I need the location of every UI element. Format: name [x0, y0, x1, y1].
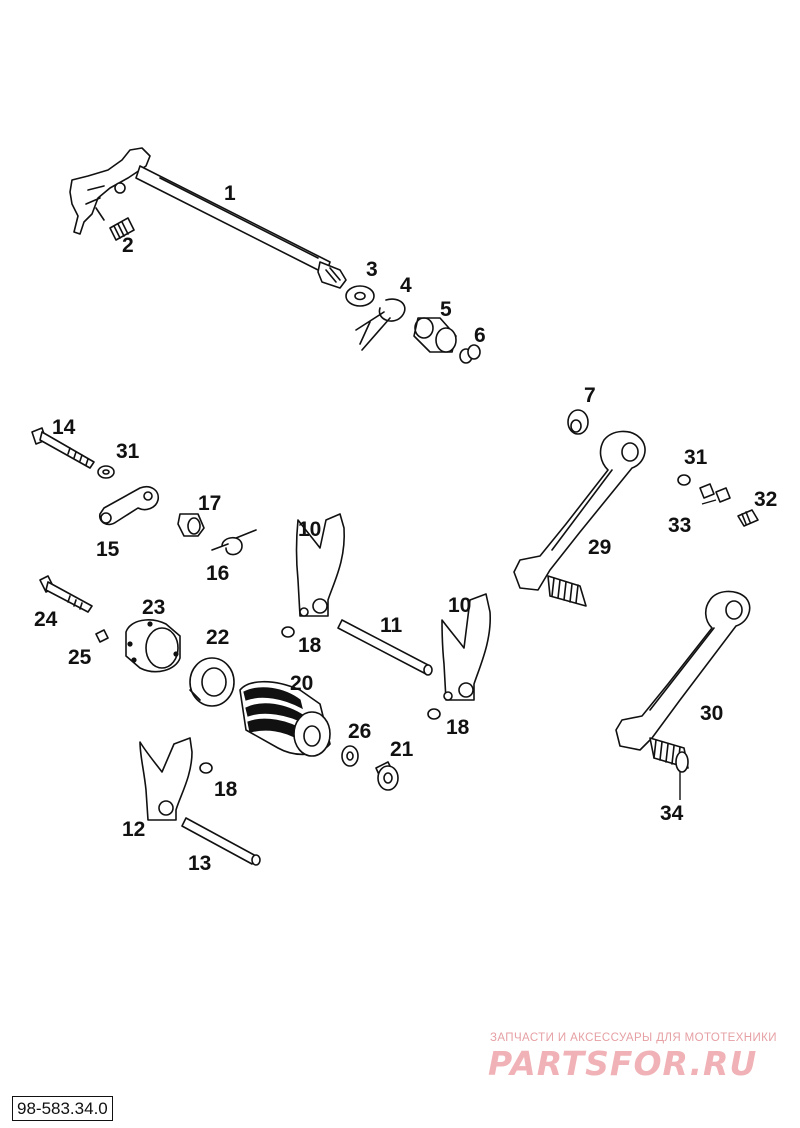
- callout-15: 15: [96, 538, 120, 561]
- callout-12: 12: [122, 818, 145, 841]
- part-rod-11: [337, 619, 433, 676]
- callout-24: 24: [34, 608, 58, 631]
- callout-14: 14: [52, 416, 76, 439]
- callout-13: 13: [188, 852, 211, 875]
- callout-7: 7: [584, 384, 596, 407]
- part-rod-13: [181, 817, 261, 866]
- part-bolt-14: [31, 427, 95, 469]
- callout-16: 16: [206, 562, 229, 585]
- callout-18-b: 18: [446, 716, 470, 739]
- part-bearing-21: [375, 761, 399, 791]
- callout-18-a: 18: [298, 634, 322, 657]
- part-bearing-22: [189, 657, 235, 707]
- part-fork-10-upper: [295, 513, 345, 617]
- part-nut-25: [95, 629, 109, 643]
- callout-26: 26: [348, 720, 371, 743]
- callout-30: 30: [700, 702, 723, 725]
- part-pin-18-c: [199, 762, 213, 774]
- leader-lines: [679, 499, 717, 800]
- callout-31-left: 31: [116, 440, 140, 463]
- callout-21: 21: [390, 738, 414, 761]
- callout-25: 25: [68, 646, 92, 669]
- callout-6: 6: [474, 324, 486, 347]
- part-lever-30: [615, 590, 751, 773]
- callout-20: 20: [290, 672, 313, 695]
- part-bushing-5: [413, 317, 457, 353]
- part-shift-shaft: [69, 147, 347, 289]
- callout-23: 23: [142, 596, 165, 619]
- part-pin-18-a: [281, 626, 295, 638]
- part-bushing-7: [567, 409, 589, 435]
- part-spring-16: [211, 529, 257, 556]
- callout-4: 4: [400, 274, 412, 297]
- callout-1: 1: [224, 182, 236, 205]
- callout-3: 3: [366, 258, 378, 281]
- callout-32: 32: [754, 488, 777, 511]
- callout-11: 11: [380, 614, 403, 637]
- callout-22: 22: [206, 626, 229, 649]
- part-segment-23: [125, 619, 181, 673]
- callout-labels: 1 2 3 4 5 6 7 14 31 31 32 33 17 10 15 29…: [34, 182, 777, 875]
- part-washer-31-right: [677, 474, 691, 486]
- callout-33: 33: [668, 514, 691, 537]
- watermark-logo: PARTSFOR.RU: [488, 1044, 758, 1083]
- part-nuts-33: [699, 483, 731, 503]
- part-washer-26: [341, 745, 359, 767]
- callout-2: 2: [122, 234, 134, 257]
- callout-5: 5: [440, 298, 452, 321]
- part-washer-31-left: [97, 465, 115, 479]
- callout-17: 17: [198, 492, 221, 515]
- part-spring-2: [109, 217, 135, 241]
- drawing-number: 98-583.34.0: [12, 1096, 113, 1121]
- callout-18-c: 18: [214, 778, 238, 801]
- part-lever-15: [98, 485, 160, 526]
- callout-29: 29: [588, 536, 611, 559]
- part-roller-17: [177, 513, 205, 537]
- part-clip-4: [355, 298, 406, 351]
- callout-10-lower: 10: [448, 594, 471, 617]
- part-fork-10-lower: [441, 593, 491, 701]
- callout-34: 34: [660, 802, 684, 825]
- part-fork-12: [139, 737, 193, 821]
- part-washer-3: [345, 285, 375, 307]
- part-screw-24: [39, 575, 93, 613]
- callout-10-upper: 10: [298, 518, 321, 541]
- watermark-tagline: ЗАПЧАСТИ И АКСЕССУАРЫ ДЛЯ МОТОТЕХНИКИ: [490, 1032, 777, 1044]
- part-drum-20: [239, 680, 331, 757]
- part-bolt-32: [737, 509, 759, 527]
- part-orings-6: [459, 344, 481, 364]
- part-shift-lever-29: [513, 430, 646, 607]
- callout-31-right: 31: [684, 446, 708, 469]
- part-pin-18-b: [427, 708, 441, 720]
